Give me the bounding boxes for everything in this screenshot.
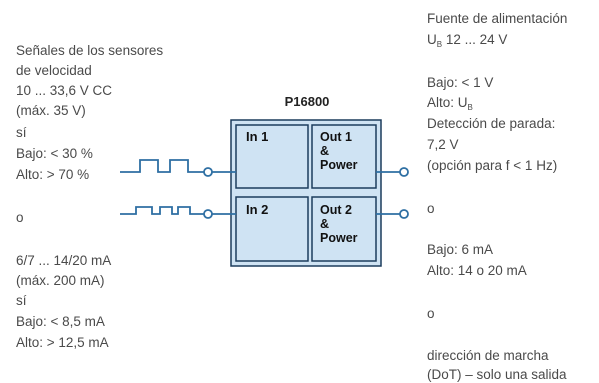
stop-detection: Detección de parada: <box>427 116 556 131</box>
direction-of-travel: dirección de marcha <box>427 348 549 363</box>
supply-subscript: B <box>436 40 443 49</box>
current-max: (máx. 200 mA) <box>16 273 105 288</box>
low-milliamp: Bajo: < 8,5 mA <box>16 314 105 329</box>
output-2-ampersand: & <box>320 217 329 231</box>
direction-of-travel-note: (DoT) – solo una salida <box>427 367 567 382</box>
or-word-right-2: o <box>427 306 435 321</box>
output-1-box <box>311 124 377 189</box>
stop-option: (opción para f < 1 Hz) <box>427 158 558 173</box>
low-percent: Bajo: < 30 % <box>16 146 93 161</box>
supply-title: Fuente de alimentación <box>427 11 568 26</box>
sensor-signals-title-line2: de velocidad <box>16 63 92 78</box>
high-milliamp-out: Alto: 14 o 20 mA <box>427 263 527 278</box>
high-milliamp: Alto: > 12,5 mA <box>16 335 109 350</box>
high-voltage-out: Alto: UB <box>427 94 473 116</box>
input-2-label: In 2 <box>246 202 268 217</box>
output-1-terminal <box>399 167 409 177</box>
or-word-left: o <box>16 210 24 225</box>
input-1-label: In 1 <box>246 129 268 144</box>
output-1-ampersand: & <box>320 144 329 158</box>
stop-voltage: 7,2 V <box>427 137 459 152</box>
input-2-box <box>235 196 309 262</box>
voltage-range: 10 ... 33,6 V CC <box>16 83 113 98</box>
input-2-pulse-signal <box>120 206 204 215</box>
output-1-label: Out 1 <box>320 130 352 144</box>
low-voltage-out: Bajo: < 1 V <box>427 75 494 90</box>
output-2-box <box>311 196 377 262</box>
input-1-pulse-signal <box>120 159 204 173</box>
supply-symbol: U <box>427 32 437 47</box>
output-2-label: Out 2 <box>320 203 352 217</box>
input-1-terminal <box>203 167 213 177</box>
if-word-current: sí <box>16 293 27 308</box>
voltage-max: (máx. 35 V) <box>16 103 86 118</box>
input-2-terminal <box>203 209 213 219</box>
high-subscript: B <box>467 103 473 112</box>
output-2-power: Power <box>320 231 358 245</box>
sensor-signals-title-line1: Señales de los sensores <box>16 43 164 58</box>
output-1-power: Power <box>320 158 358 172</box>
high-label: Alto: U <box>427 95 468 110</box>
supply-range: 12 ... 24 V <box>445 32 508 47</box>
input-1-box <box>235 124 309 189</box>
device-model-label: P16800 <box>285 94 330 109</box>
output-2-terminal <box>399 209 409 219</box>
or-word-right: o <box>427 201 435 216</box>
current-range: 6/7 ... 14/20 mA <box>16 253 112 268</box>
if-word-voltage: sí <box>16 125 27 140</box>
high-percent: Alto: > 70 % <box>16 167 90 182</box>
low-milliamp-out: Bajo: 6 mA <box>427 242 494 257</box>
supply-voltage: UB 12 ... 24 V <box>427 31 507 53</box>
